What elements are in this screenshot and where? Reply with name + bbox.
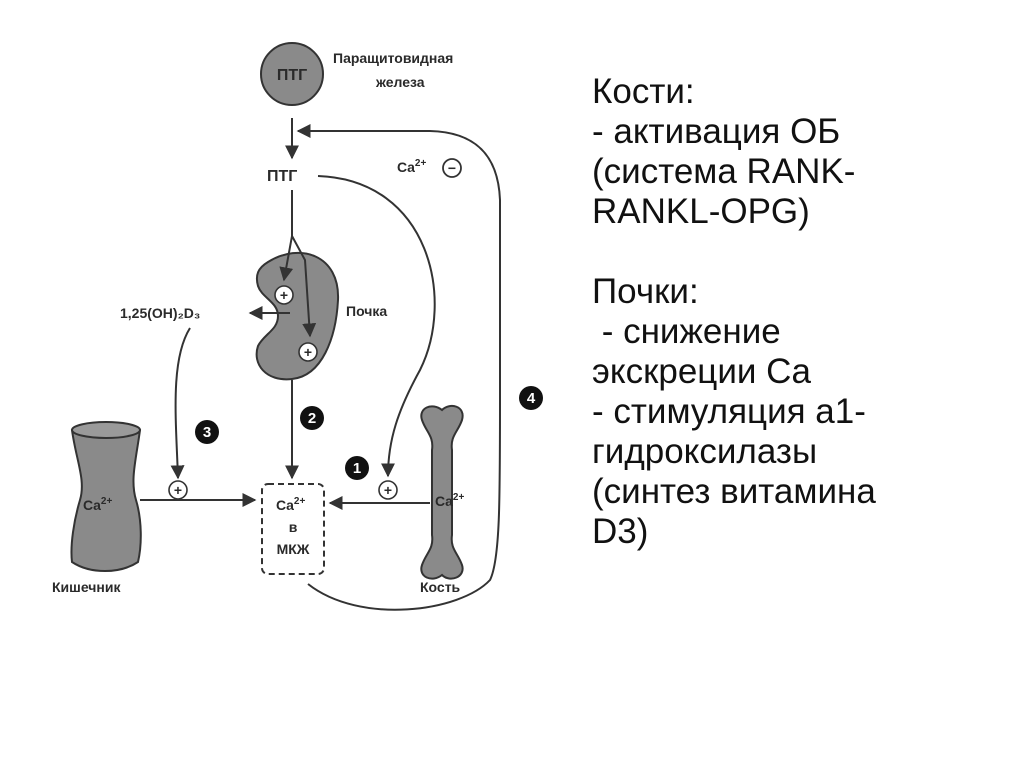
intestine-name: Кишечник (52, 579, 121, 595)
kidneys-line-1: - снижение (592, 312, 781, 351)
gland-name-line-2: железа (375, 74, 425, 90)
parathyroid-gland-shape (260, 42, 324, 106)
kidney-plus-1: + (280, 287, 288, 303)
gland-name-line-1: Паращитовидная (333, 50, 453, 66)
notes-panel: Кости: - активация ОБ (система RANK- RAN… (592, 72, 1012, 592)
kidneys-heading: Почки: (592, 272, 699, 311)
minus-sign-circle (442, 158, 462, 178)
intestine-plus-circle (168, 480, 188, 500)
bone-ca-label: Ca2+ (435, 492, 464, 509)
calcium-regulation-diagram: ПТГ Паращитовидная железа ПТГ Ca2+ − Поч… (52, 42, 543, 611)
bone-plus-circle (378, 480, 398, 500)
gland-pth-label: ПТГ (277, 67, 307, 84)
kidney-shape (255, 251, 340, 381)
bones-line-3: RANKL-OPG) (592, 192, 810, 231)
intestine-plus: + (174, 482, 182, 498)
ecf-box (261, 483, 325, 575)
bones-line-1: - активация ОБ (592, 112, 841, 151)
ecf-in-label: в (289, 519, 298, 535)
kidneys-line-5: (синтез витамина (592, 472, 876, 511)
kidney-name: Почка (346, 303, 387, 319)
marker-3: 3 (203, 424, 211, 441)
vitd-to-intestine-pathway (170, 327, 191, 480)
intestine-opening (71, 421, 141, 439)
marker-1: 1 (353, 460, 361, 477)
bones-notes: Кости: - активация ОБ (система RANK- RAN… (592, 72, 1012, 232)
bone-shape (420, 404, 464, 580)
ecf-ca-label: Ca2+ (276, 496, 305, 513)
kidneys-line-6: D3) (592, 512, 649, 551)
calcium-feedback-loop (296, 124, 502, 611)
pth-to-kidney-arrow-2 (291, 235, 317, 338)
bone-plus: + (384, 482, 392, 498)
kidney-plus-2: + (304, 344, 312, 360)
bone-name: Кость (420, 579, 461, 595)
pth-to-bone-pathway (317, 175, 436, 478)
kidney-plus-circle-1 (274, 285, 294, 305)
feedback-ca-label: Ca2+ (397, 158, 426, 175)
bones-heading: Кости: (592, 72, 695, 111)
pth-label: ПТГ (267, 168, 297, 185)
kidneys-notes: Почки: - снижение экскреции Ca - стимуля… (592, 272, 1012, 552)
kidney-plus-circle-2 (298, 342, 318, 362)
bones-line-2: (система RANK- (592, 152, 856, 191)
marker-4: 4 (527, 390, 536, 407)
marker-2-circle (300, 406, 324, 430)
marker-2: 2 (308, 410, 316, 427)
intestine-ca-label: Ca2+ (83, 496, 112, 513)
kidneys-line-2: экскреции Ca (592, 352, 811, 391)
marker-3-circle (195, 420, 219, 444)
kidneys-line-4: гидроксилазы (592, 432, 818, 471)
kidneys-line-3: - стимуляция а1- (592, 392, 866, 431)
minus-sign: − (448, 160, 456, 176)
marker-4-circle (519, 386, 543, 410)
ecf-name: МКЖ (277, 541, 310, 557)
vitd-label: 1,25(OH)₂D₃ (120, 305, 200, 321)
marker-1-circle (345, 456, 369, 480)
